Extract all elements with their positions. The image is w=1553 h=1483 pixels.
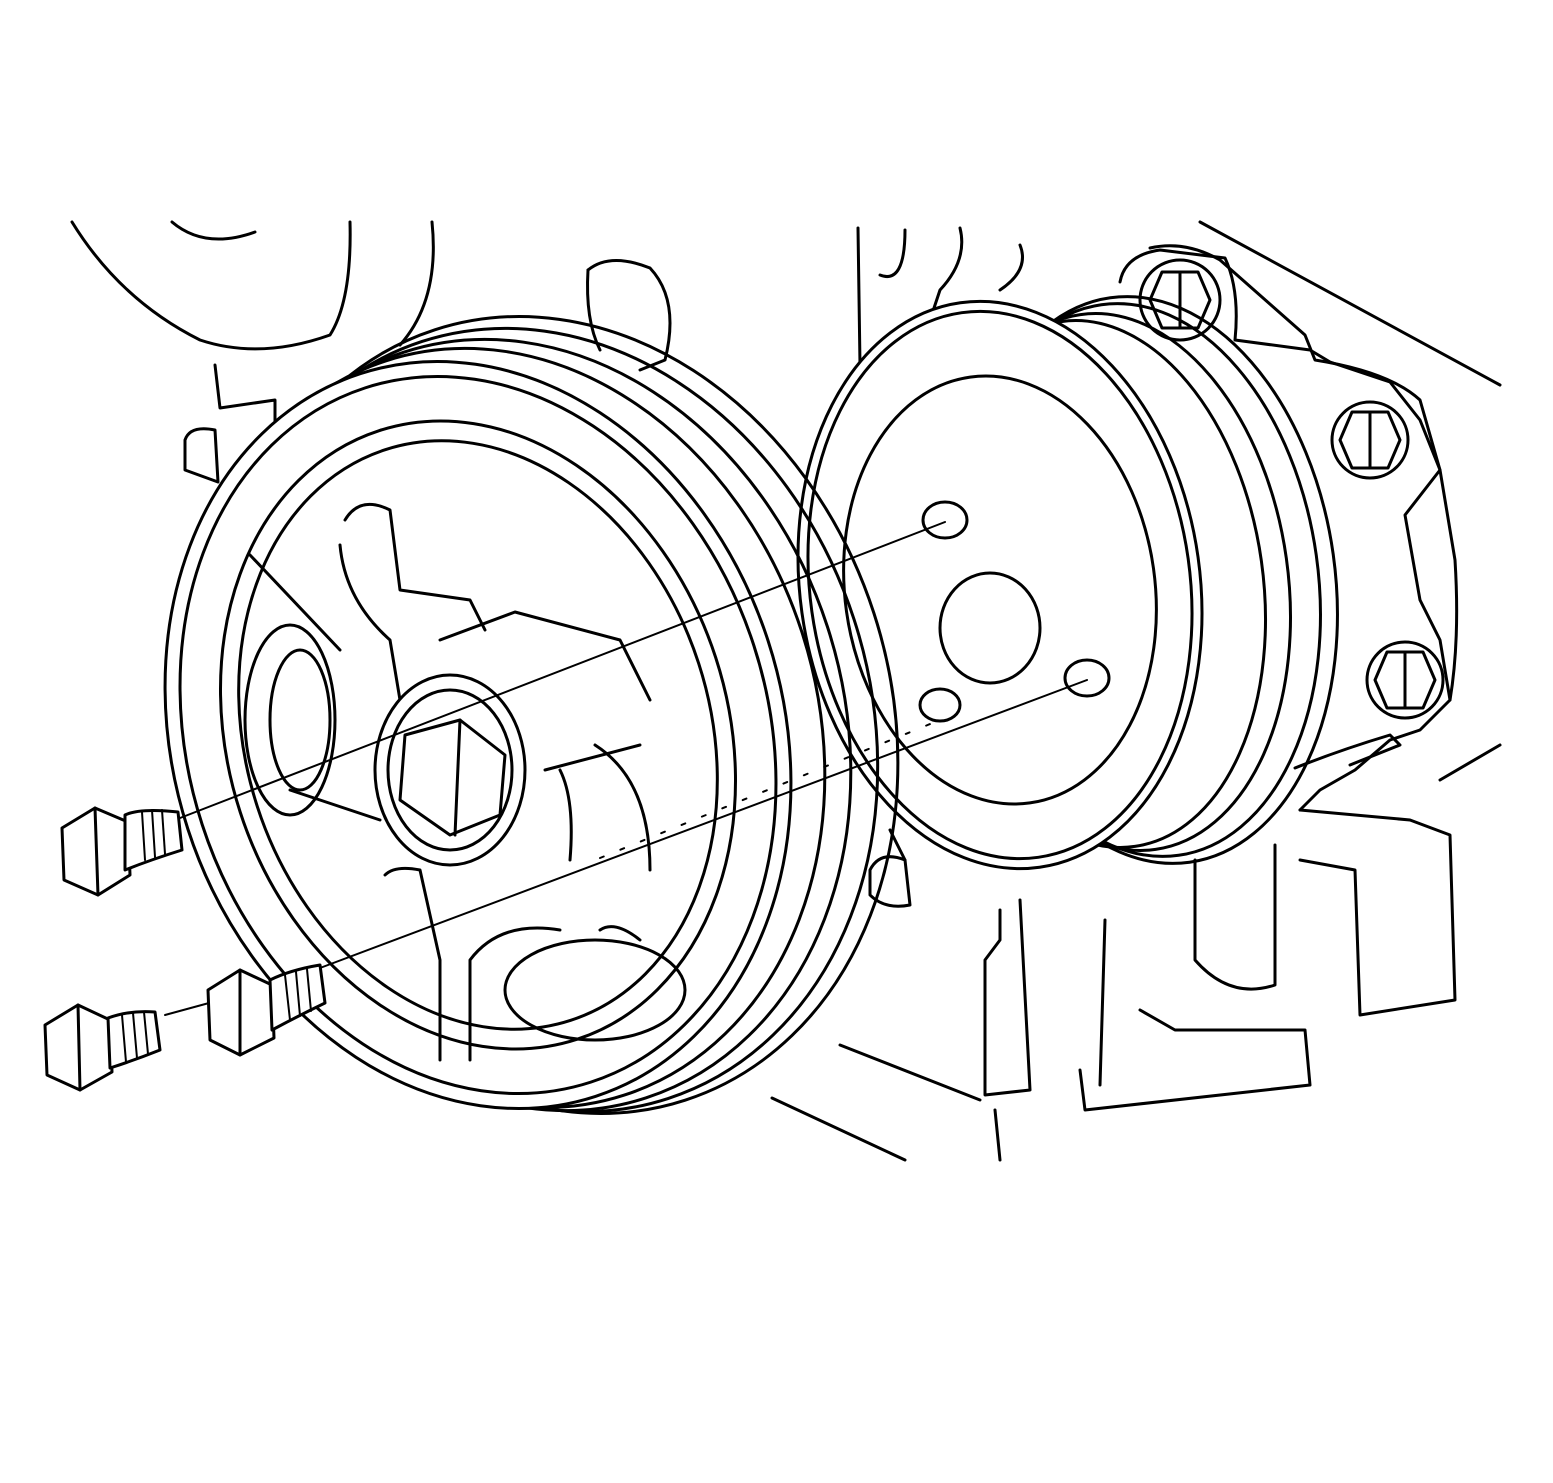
flange-bolt-icon xyxy=(60,806,184,897)
flange-bolt-icon xyxy=(206,963,327,1057)
balancer-pulley-icon xyxy=(163,315,900,1115)
water-pump-pulley-icon xyxy=(796,295,1339,871)
flange-bolt-icon xyxy=(1330,400,1410,480)
flange-bolt-icon xyxy=(1365,640,1445,720)
flange-bolt-icon xyxy=(43,1003,162,1092)
